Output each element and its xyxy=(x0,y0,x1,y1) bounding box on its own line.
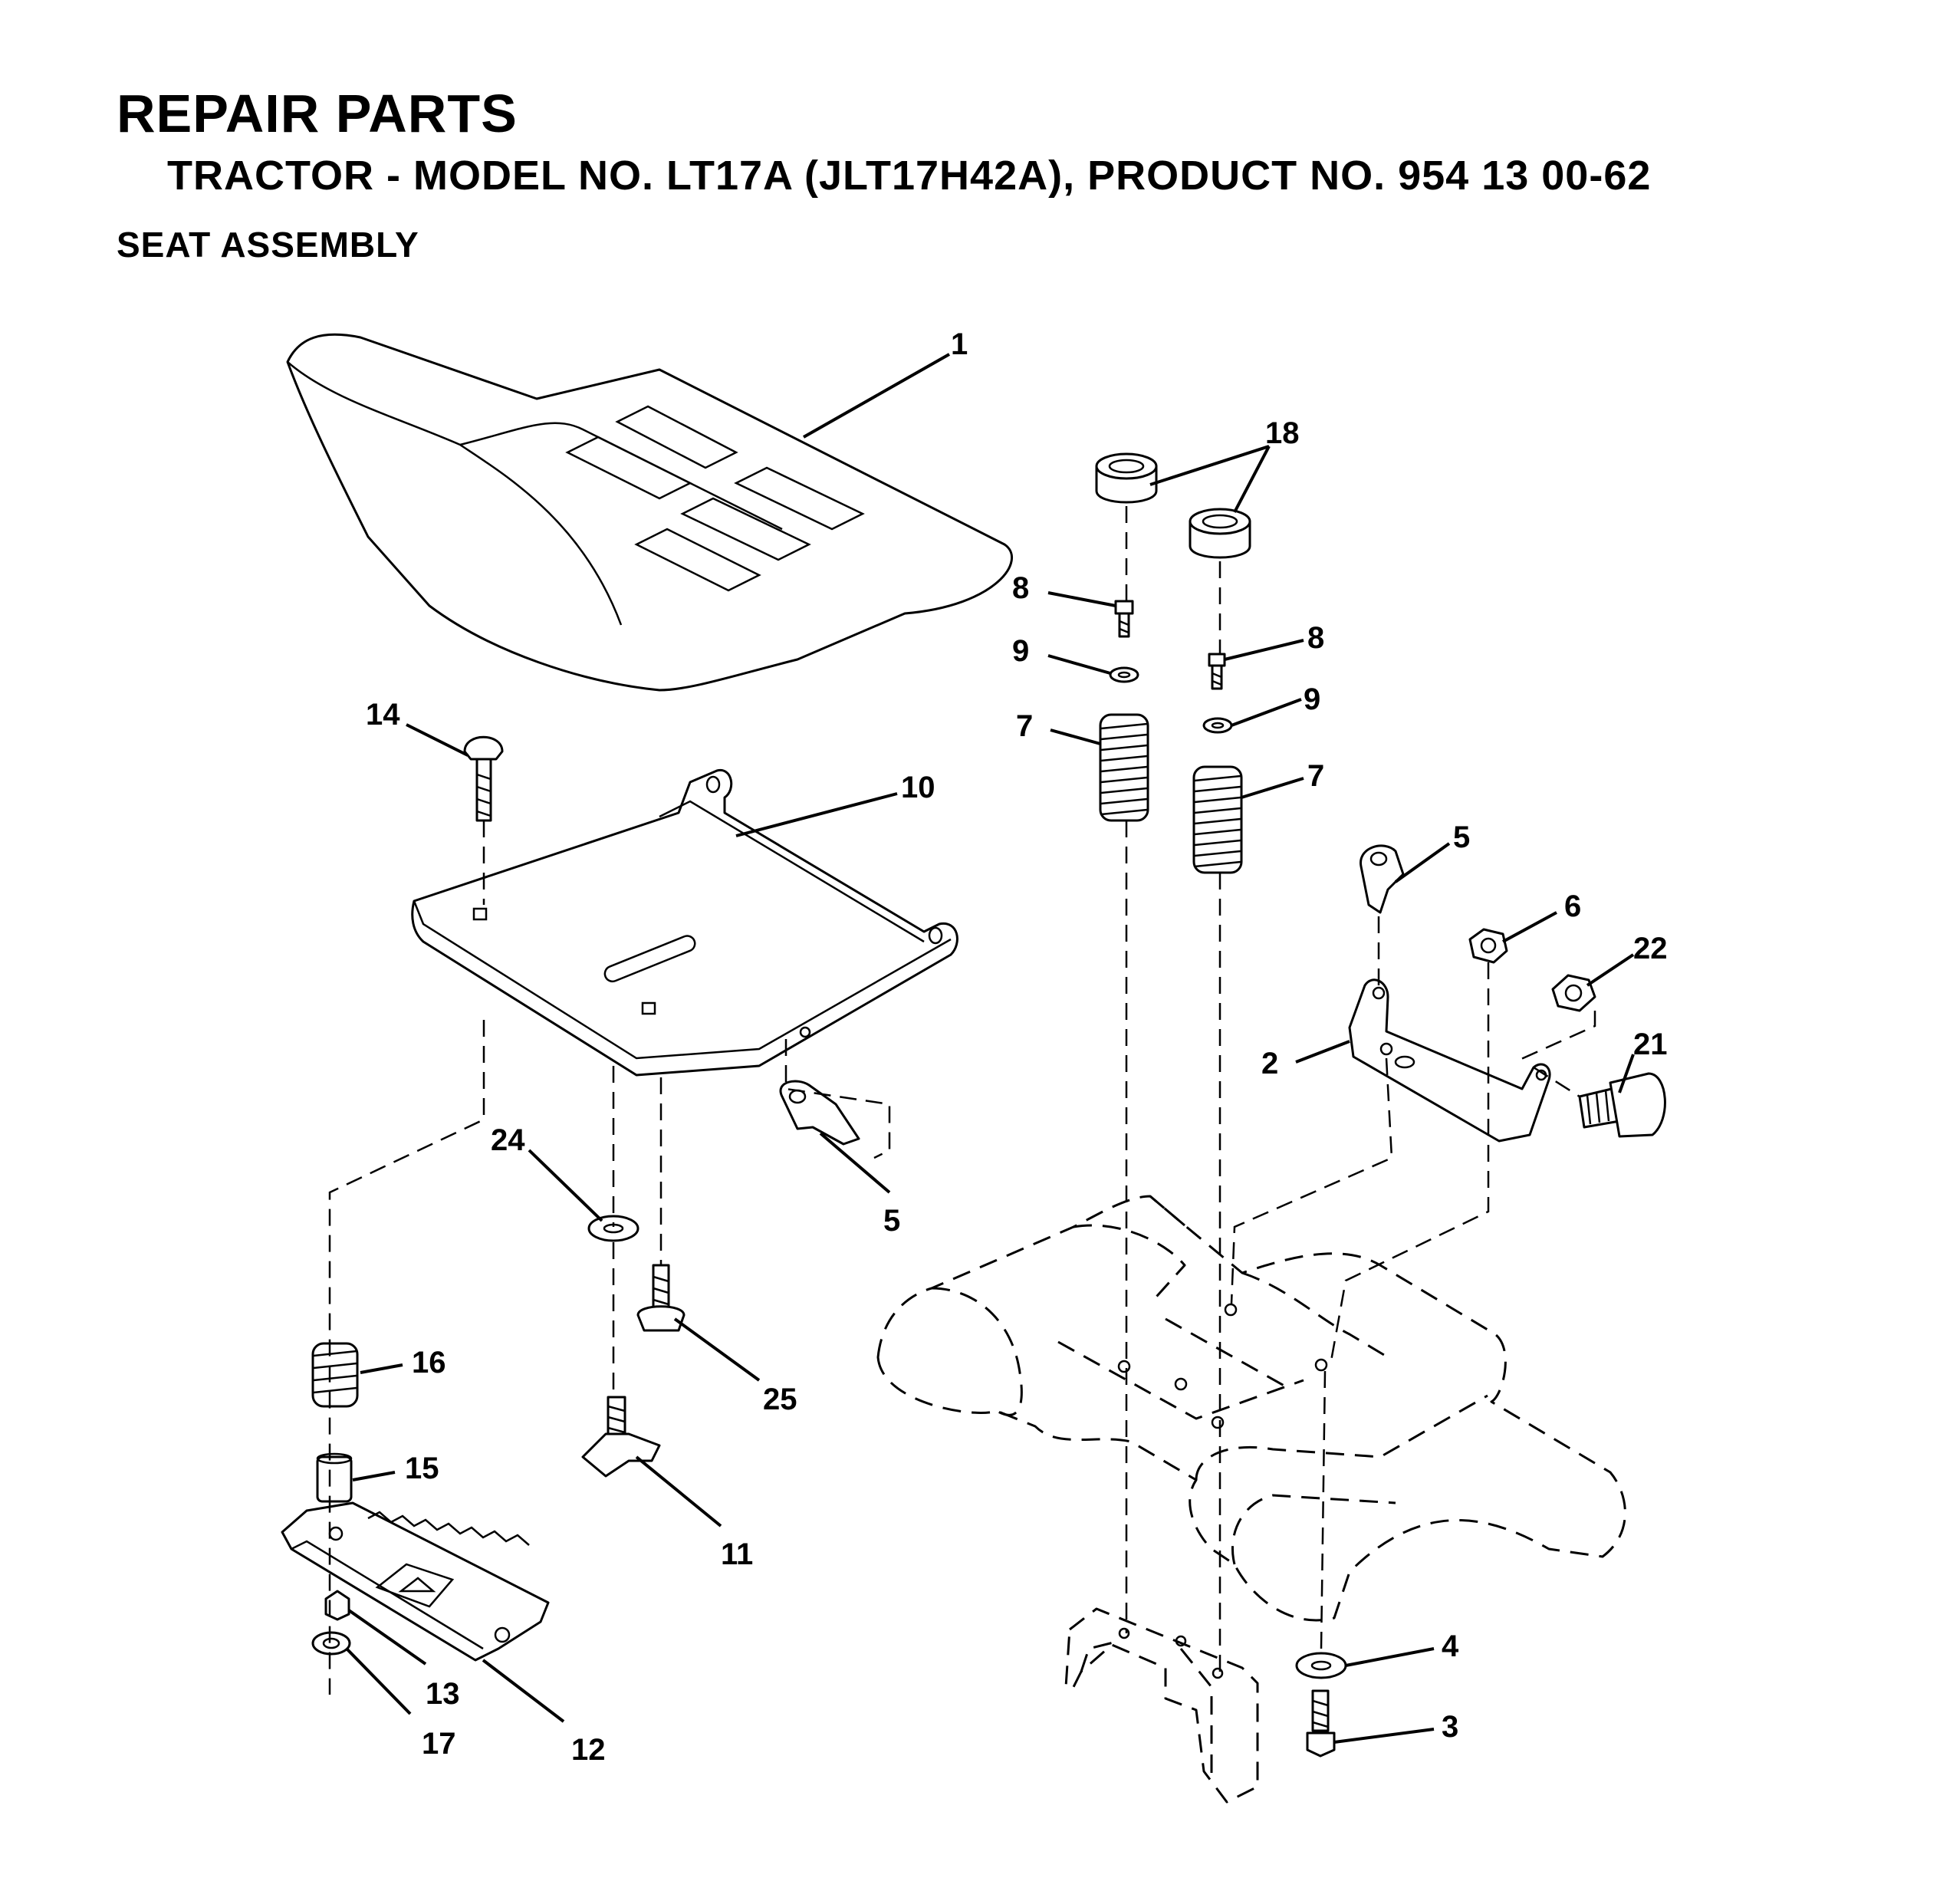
bracket-2 xyxy=(1348,978,1551,1143)
washer-4 xyxy=(1295,1652,1347,1679)
callout-24: 24 xyxy=(491,1123,525,1157)
callout-9a: 9 xyxy=(1012,634,1029,668)
bolt-3 xyxy=(1306,1689,1336,1758)
fender-frame-outline xyxy=(876,1195,1626,1622)
callout-labels: 1 18 8 8 9 9 7 7 14 10 5 6 22 21 2 5 24 … xyxy=(366,327,1668,1767)
callout-2: 2 xyxy=(1261,1047,1278,1080)
spring-7-right xyxy=(1192,765,1243,874)
callout-14: 14 xyxy=(366,698,400,732)
callout-21: 21 xyxy=(1633,1028,1668,1061)
page-title: REPAIR PARTS xyxy=(117,84,518,143)
callout-10: 10 xyxy=(901,771,935,804)
carriage-bolt-part xyxy=(463,735,504,822)
spacer-15 xyxy=(316,1452,353,1503)
seat-part xyxy=(286,333,1013,692)
callout-4: 4 xyxy=(1442,1629,1459,1663)
washer-9-right xyxy=(1202,717,1233,734)
spring-16 xyxy=(311,1342,359,1408)
washer-22 xyxy=(1551,974,1596,1012)
lower-bracket-outline xyxy=(1064,1607,1259,1804)
callout-3: 3 xyxy=(1442,1710,1458,1744)
bumper-left xyxy=(1095,452,1158,504)
nut-17 xyxy=(311,1631,351,1656)
nut-13 xyxy=(324,1590,350,1621)
callout-5a: 5 xyxy=(1453,820,1470,854)
bumper-right xyxy=(1189,508,1251,559)
callout-25: 25 xyxy=(763,1383,797,1416)
callout-13: 13 xyxy=(426,1677,460,1711)
knob-11 xyxy=(581,1396,661,1478)
callout-7a: 7 xyxy=(1016,709,1033,743)
model-subtitle: TRACTOR - MODEL NO. LT17A (JLT17H42A), P… xyxy=(167,153,1652,199)
callout-12: 12 xyxy=(571,1733,606,1767)
callout-8b: 8 xyxy=(1307,621,1324,655)
washer-24 xyxy=(587,1215,639,1242)
callout-6: 6 xyxy=(1564,890,1581,923)
callout-8a: 8 xyxy=(1012,571,1029,605)
callout-7b: 7 xyxy=(1307,759,1324,793)
callout-leaders xyxy=(345,353,1635,1744)
bolt-8-right xyxy=(1208,653,1226,690)
section-title: SEAT ASSEMBLY xyxy=(117,225,419,265)
shoulder-bolt-21 xyxy=(1578,1072,1666,1138)
clip-5-upper xyxy=(1360,844,1405,914)
callout-18: 18 xyxy=(1265,416,1300,450)
callout-1: 1 xyxy=(951,327,968,361)
callout-15: 15 xyxy=(405,1452,439,1485)
washer-9-left xyxy=(1109,666,1139,683)
callout-5b: 5 xyxy=(883,1204,900,1238)
seat-grid-pattern xyxy=(565,405,865,592)
spring-7-left xyxy=(1099,713,1149,822)
callout-9b: 9 xyxy=(1304,682,1320,716)
callout-22: 22 xyxy=(1633,932,1668,965)
callout-17: 17 xyxy=(422,1727,456,1761)
assembly-centerlines xyxy=(328,506,1596,1695)
callout-11: 11 xyxy=(721,1537,753,1571)
nut-6 xyxy=(1468,928,1508,964)
plate-12 xyxy=(281,1501,550,1662)
bolt-25 xyxy=(636,1264,686,1332)
callout-16: 16 xyxy=(412,1346,446,1379)
seat-pan-part xyxy=(411,769,958,1077)
bolt-8-left xyxy=(1114,600,1134,638)
